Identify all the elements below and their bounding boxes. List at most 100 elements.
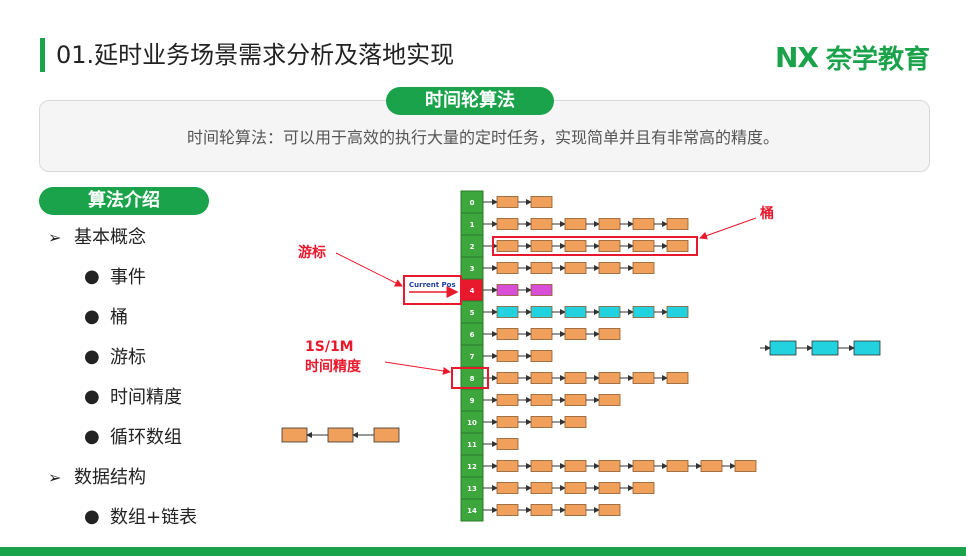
task-node — [496, 328, 519, 340]
task-node — [530, 394, 553, 406]
brand-logo: NX 奈学教育 — [775, 40, 930, 75]
dot-bullet-icon: ● — [84, 426, 100, 447]
task-node — [327, 427, 354, 443]
slot-index: 6 — [470, 331, 475, 339]
task-node — [853, 340, 881, 356]
task-node — [769, 340, 797, 356]
task-node — [632, 262, 655, 274]
task-node — [598, 460, 621, 472]
outline-label: 循环数组 — [110, 427, 182, 448]
task-node — [496, 350, 519, 362]
precision-annotation-line2: 时间精度 — [305, 358, 362, 375]
bottom-accent-bar — [0, 547, 966, 556]
task-node — [700, 460, 723, 472]
dot-bullet-icon: ● — [84, 306, 100, 327]
dot-bullet-icon: ● — [84, 346, 100, 367]
task-node — [632, 218, 655, 230]
slot-index: 4 — [470, 287, 475, 295]
outline-item: ➢ 基本概念 — [48, 228, 197, 268]
task-node — [530, 284, 553, 296]
task-node — [666, 218, 689, 230]
task-node — [632, 482, 655, 494]
task-node — [666, 460, 689, 472]
slot-index: 8 — [470, 375, 475, 383]
title-accent-bar — [40, 38, 45, 72]
task-node — [496, 196, 519, 208]
task-node — [496, 262, 519, 274]
outline-item: ● 循环数组 — [48, 426, 197, 468]
summary-pill: 时间轮算法 — [386, 87, 554, 115]
task-node — [281, 427, 308, 443]
task-node — [496, 460, 519, 472]
outline-item: ● 游标 — [48, 346, 197, 388]
task-node — [373, 427, 400, 443]
outline-item: ➢ 数据结构 — [48, 468, 197, 508]
slot-index: 9 — [470, 397, 475, 405]
outline-item: ● 事件 — [48, 266, 197, 308]
task-node — [564, 328, 587, 340]
outline-label: 数组+链表 — [110, 507, 198, 528]
bucket-annotation-arrow — [699, 217, 757, 240]
task-node — [564, 218, 587, 230]
task-node — [632, 306, 655, 318]
task-node — [530, 460, 553, 472]
slot-index: 0 — [470, 199, 475, 207]
arrow-bullet-icon: ➢ — [48, 468, 62, 487]
task-node — [598, 262, 621, 274]
section-pill: 算法介绍 — [39, 187, 209, 215]
task-node — [496, 372, 519, 384]
slot-index: 7 — [470, 353, 475, 361]
task-node — [598, 372, 621, 384]
task-node — [598, 504, 621, 516]
slot-index: 11 — [467, 441, 477, 449]
cursor-annotation-arrow — [335, 252, 403, 287]
outline-label: 事件 — [110, 267, 146, 288]
task-node — [496, 438, 519, 450]
outline-label: 桶 — [110, 307, 128, 328]
task-node — [530, 416, 553, 428]
slot-index: 12 — [467, 463, 477, 471]
task-node — [598, 394, 621, 406]
slot-index: 13 — [467, 485, 477, 493]
task-node — [530, 218, 553, 230]
task-node — [598, 218, 621, 230]
slot-index: 1 — [470, 221, 475, 229]
outline-label: 游标 — [110, 347, 146, 368]
task-node — [564, 306, 587, 318]
cursor-annotation: 游标 — [298, 244, 326, 261]
precision-annotation-line1: 1S/1M — [305, 339, 354, 355]
task-node — [530, 328, 553, 340]
outline-label: 数据结构 — [74, 467, 146, 488]
task-node — [496, 240, 519, 252]
task-node — [564, 372, 587, 384]
outline-list: ➢基本概念 ●事件 ●桶 ●游标 ●时间精度 ●循环数组 ➢数据结构 ●数组+链… — [48, 228, 197, 548]
summary-description: 时间轮算法：可以用于高效的执行大量的定时任务，实现简单并且有非常高的精度。 — [186, 128, 779, 147]
task-node — [564, 262, 587, 274]
bucket-annotation: 桶 — [760, 205, 774, 222]
task-node — [632, 240, 655, 252]
task-node — [530, 372, 553, 384]
precision-annotation-arrow — [384, 361, 451, 375]
task-node — [530, 306, 553, 318]
task-node — [530, 262, 553, 274]
dot-bullet-icon: ● — [84, 266, 100, 287]
task-node — [632, 372, 655, 384]
task-node — [496, 416, 519, 428]
task-node — [598, 240, 621, 252]
task-node — [496, 218, 519, 230]
arrow-bullet-icon: ➢ — [48, 228, 62, 247]
outline-item: ●桶 — [48, 306, 197, 348]
task-node — [666, 240, 689, 252]
task-node — [530, 240, 553, 252]
task-node — [496, 284, 519, 296]
dot-bullet-icon: ● — [84, 506, 100, 527]
bucket-highlight — [492, 236, 698, 256]
task-node — [598, 482, 621, 494]
task-node — [564, 504, 587, 516]
slot-index: 5 — [470, 309, 475, 317]
outline-label: 基本概念 — [74, 227, 146, 248]
slot-index: 3 — [470, 265, 475, 273]
task-node — [530, 196, 553, 208]
task-node — [598, 328, 621, 340]
